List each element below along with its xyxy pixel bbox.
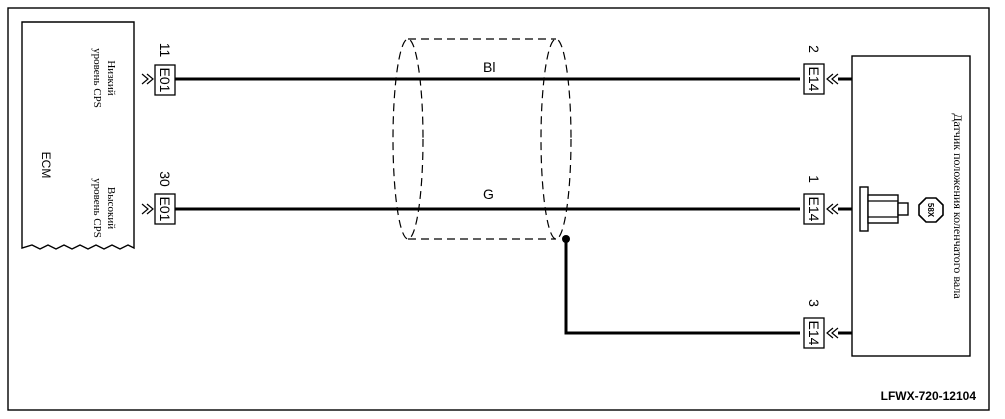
wire-color-g: G [483,186,494,202]
ecm-signal-low-line1: Низкий [105,60,117,95]
ecm-label: ECM [39,152,53,179]
ecm-module [21,21,135,250]
diagram-id: LFWX-720-12104 [881,389,977,403]
ecm-signal-high-line1: Высокий [105,187,117,229]
sensor-connector-label-3: E14 [806,321,822,346]
ecm-connector-label-1: E01 [157,68,173,93]
sensor-label: Датчик положения коленчатого вала [951,113,965,299]
ecm-signal-low-line2: уровень CPS [91,48,103,108]
shield-cylinder [392,38,572,240]
ecm-pin-number-1: 11 [157,43,173,58]
ecm-pin-number-2: 30 [157,171,173,187]
sensor-pin-number-1: 2 [806,45,822,53]
sensor-connector-label-1: E14 [806,67,822,92]
ecm-connector-pin-30: E01 30 [141,171,176,225]
sensor-pin-number-2: 1 [806,175,822,183]
sensor-badge-octagon [918,197,944,223]
outer-frame [7,7,990,411]
sensor-connector-pin-2: E14 2 [803,45,852,95]
shield-drain-wire [564,239,800,335]
sensor-badge-text: 58X [926,203,935,218]
sensor-pin-number-3: 3 [806,299,822,307]
ecm-signal-high-line2: уровень CPS [91,178,103,238]
sensor-connector-label-2: E14 [806,197,822,222]
sensor-connector-pin-3: E14 3 [803,299,852,349]
ecm-connector-pin-11: E01 11 [141,43,176,96]
shield-ground-junction [562,235,570,243]
wire-color-bl: Bl [483,59,495,75]
sensor-connector-pin-1: E14 1 [803,175,852,225]
ecm-connector-label-2: E01 [157,197,173,222]
sensor-symbol-icon: 58X [859,186,944,232]
